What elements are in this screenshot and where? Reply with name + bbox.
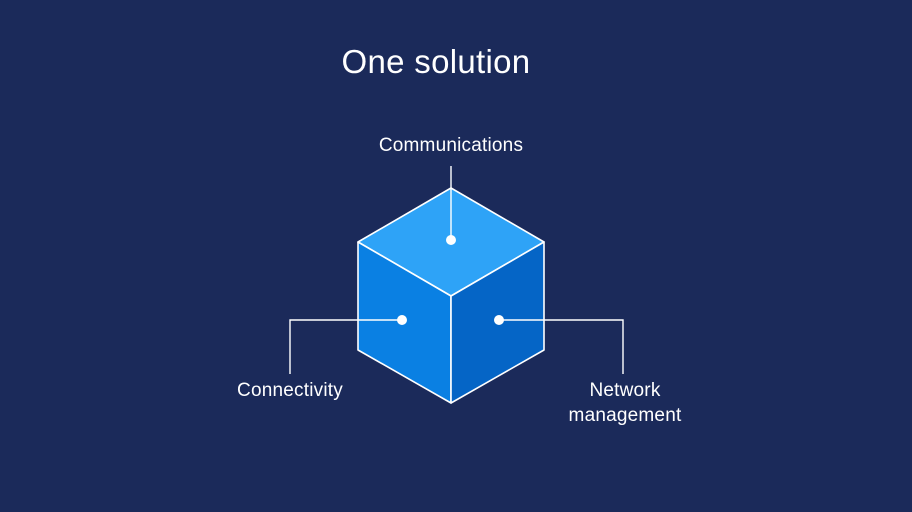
label-network-line-1: Network (589, 380, 661, 401)
label-connectivity: Connectivity (237, 380, 343, 401)
label-communications: Communications (378, 135, 524, 156)
slide-title: One solution (341, 43, 531, 80)
label-network-line-2: management (568, 405, 682, 426)
label-network-management: Network management (540, 378, 710, 428)
dot-connectivity (397, 315, 407, 325)
connector-line-connectivity (289, 319, 402, 374)
connector-line-network (499, 319, 624, 374)
dot-network (494, 315, 504, 325)
dot-communications (446, 235, 456, 245)
